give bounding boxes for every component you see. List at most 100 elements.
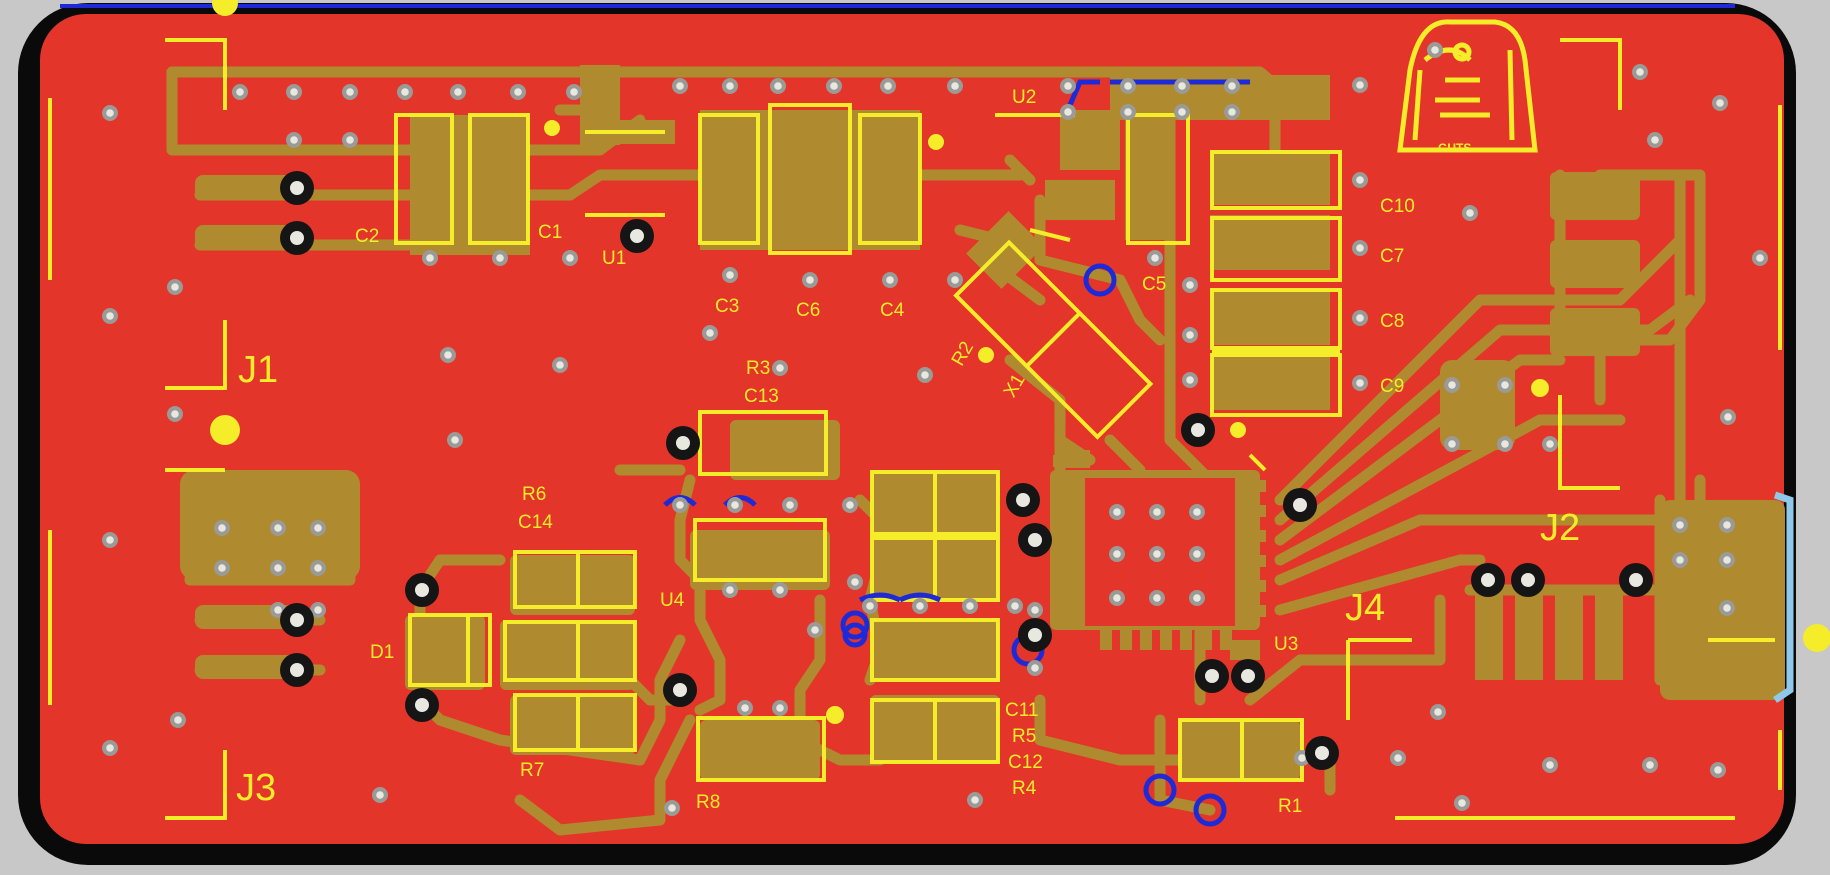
- via: [947, 78, 963, 94]
- via: [562, 250, 578, 266]
- label-u2: U2: [1012, 87, 1036, 108]
- plated-through-hole: [405, 688, 439, 722]
- plated-through-hole: [1305, 736, 1339, 770]
- via: [847, 574, 863, 590]
- via: [1497, 377, 1513, 393]
- via: [1224, 78, 1240, 94]
- via: [422, 250, 438, 266]
- silk-dots: [210, 0, 1830, 724]
- via: [1390, 750, 1406, 766]
- via: [552, 357, 568, 373]
- via: [286, 132, 302, 148]
- via: [722, 267, 738, 283]
- label-u3: U3: [1274, 634, 1298, 655]
- via: [702, 325, 718, 341]
- via: [1027, 660, 1043, 676]
- via: [802, 272, 818, 288]
- label-c14: C14: [518, 512, 553, 533]
- via: [772, 700, 788, 716]
- label-r5: R5: [1012, 726, 1036, 747]
- label-j2: J2: [1540, 507, 1580, 549]
- via: [102, 532, 118, 548]
- via: [1444, 436, 1460, 452]
- plated-through-hole: [1619, 563, 1653, 597]
- label-c1: C1: [538, 222, 562, 243]
- via: [1719, 552, 1735, 568]
- via: [214, 520, 230, 536]
- label-j4: J4: [1345, 587, 1385, 629]
- via: [102, 308, 118, 324]
- plated-through-hole: [663, 673, 697, 707]
- via-layer: [102, 42, 1768, 816]
- via: [967, 792, 983, 808]
- via: [672, 497, 688, 513]
- via: [1109, 504, 1125, 520]
- via: [1710, 762, 1726, 778]
- plated-through-hole: [280, 653, 314, 687]
- via: [170, 712, 186, 728]
- plated-through-hole: [1006, 483, 1040, 517]
- via: [1720, 409, 1736, 425]
- label-r1: R1: [1278, 796, 1302, 817]
- via: [1149, 590, 1165, 606]
- via: [1174, 78, 1190, 94]
- via: [1149, 546, 1165, 562]
- via: [1672, 517, 1688, 533]
- via: [727, 497, 743, 513]
- edge-blue-strip: [1773, 491, 1794, 703]
- via: [1642, 757, 1658, 773]
- label-j3: J3: [236, 767, 276, 809]
- via: [807, 622, 823, 638]
- via: [1352, 172, 1368, 188]
- label-r3: R3: [746, 358, 770, 379]
- via: [826, 78, 842, 94]
- via: [1712, 95, 1728, 111]
- via: [440, 347, 456, 363]
- via: [1497, 436, 1513, 452]
- plated-through-hole: [405, 573, 439, 607]
- designator-labels: J1 J3 J2 J4 C2 C1 U1 U2 C3 C6 C4 C5 C10 …: [236, 87, 1580, 817]
- via: [447, 432, 463, 448]
- via: [1672, 552, 1688, 568]
- via: [1060, 78, 1076, 94]
- via: [1632, 64, 1648, 80]
- logo-text: GUTS: [1438, 141, 1471, 155]
- label-c9: C9: [1380, 376, 1404, 397]
- plated-through-hole: [1181, 413, 1215, 447]
- via: [1060, 104, 1076, 120]
- via: [1352, 240, 1368, 256]
- via: [1149, 504, 1165, 520]
- via: [372, 787, 388, 803]
- label-c12: C12: [1008, 752, 1043, 773]
- via: [342, 132, 358, 148]
- via: [167, 279, 183, 295]
- via: [772, 360, 788, 376]
- via: [1007, 598, 1023, 614]
- via: [1109, 590, 1125, 606]
- via: [342, 84, 358, 100]
- via: [1647, 132, 1663, 148]
- via: [1352, 77, 1368, 93]
- via: [310, 560, 326, 576]
- label-c8: C8: [1380, 311, 1404, 332]
- board-edge-bottom-layer: [60, 4, 1735, 8]
- via: [167, 406, 183, 422]
- via: [962, 598, 978, 614]
- via: [270, 520, 286, 536]
- label-c5: C5: [1142, 274, 1166, 295]
- via: [310, 520, 326, 536]
- via: [1719, 600, 1735, 616]
- via: [1352, 375, 1368, 391]
- via: [1189, 504, 1205, 520]
- via: [947, 272, 963, 288]
- plated-through-hole: [1283, 488, 1317, 522]
- plated-through-hole: [666, 426, 700, 460]
- label-c13: C13: [744, 386, 779, 407]
- via: [1462, 205, 1478, 221]
- label-c6: C6: [796, 300, 820, 321]
- label-u4: U4: [660, 590, 685, 611]
- via: [510, 84, 526, 100]
- via: [1027, 602, 1043, 618]
